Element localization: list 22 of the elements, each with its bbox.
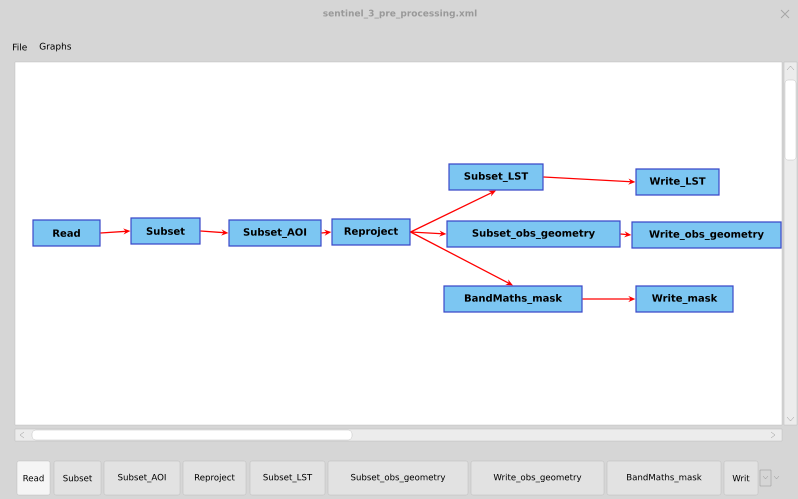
tab: Write_obs_geometry [470,460,604,496]
operator-box: Subset_LST [448,163,544,191]
menu-item: File [13,44,27,50]
operator-box: Subset [130,217,201,245]
menu-item: Graphs [40,42,72,52]
tab: Subset_obs_geometry [328,460,468,496]
operator-box: BandMaths_mask [443,285,583,313]
operator-box: Write_LST [635,168,720,196]
operator-box: Subset_obs_geometry [446,220,621,248]
operator-box: Write_obs_geometry [631,221,782,249]
tab: Read [16,460,50,496]
tab: Reproject [182,460,246,496]
operator-box: Write_mask [635,285,734,313]
tab: Subset_AOI [104,460,180,496]
tab: Subset [54,460,102,496]
tab: Writ [724,460,758,496]
operator-box: Read [32,219,101,247]
operator-box: Reproject [331,218,411,246]
tab: Subset_LST [250,460,326,496]
operator-box: Subset_AOI [228,219,322,247]
window-title: sentinel_3_pre_processing.xml [323,10,476,18]
tab: BandMaths_mask [606,460,722,496]
